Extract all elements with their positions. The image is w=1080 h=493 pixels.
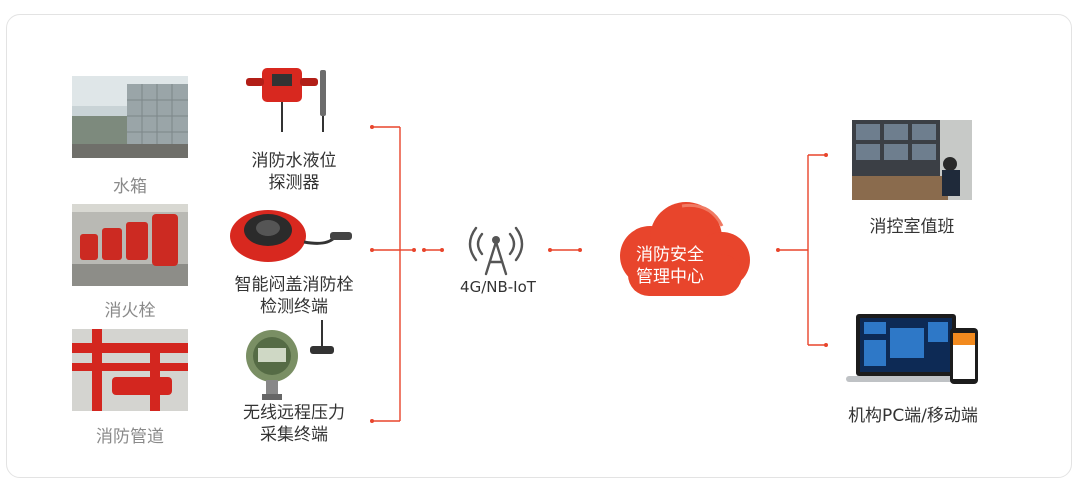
device-label-line2: 探测器 (268, 173, 320, 193)
device-label-water-level: 消防水液位 探测器 (214, 150, 374, 194)
source-caption-pipe: 消防管道 (96, 427, 164, 447)
hydrant-terminal-image (226, 202, 356, 272)
cloud-label: 消防安全 管理中心 (615, 244, 725, 288)
control-room-photo (852, 120, 972, 200)
hydrant-photo (72, 204, 188, 286)
cloud-label-line2: 管理中心 (636, 267, 704, 287)
device-label-line1: 智能闷盖消防栓 (234, 275, 354, 295)
pressure-terminal-image (236, 318, 336, 406)
pipe-photo (72, 329, 188, 411)
antenna-icon (468, 224, 524, 280)
source-caption-hydrant: 消火栓 (104, 301, 156, 321)
cloud-label-line1: 消防安全 (636, 245, 704, 265)
device-label-hydrant-terminal: 智能闷盖消防栓 检测终端 (208, 274, 380, 318)
output-caption-control-room: 消控室值班 (869, 217, 955, 237)
water-tank-photo (72, 76, 188, 158)
pc-mobile-image (846, 312, 982, 392)
device-label-line2: 采集终端 (260, 425, 328, 445)
output-caption-pc-mobile: 机构PC端/移动端 (848, 406, 978, 426)
network-label: 4G/NB-IoT (460, 278, 536, 296)
device-label-pressure-terminal: 无线远程压力 采集终端 (214, 402, 374, 446)
water-level-detector-image (238, 60, 348, 140)
device-label-line1: 无线远程压力 (243, 403, 345, 423)
cloud-icon (598, 194, 756, 310)
device-label-line1: 消防水液位 (251, 151, 337, 171)
source-caption-water-tank: 水箱 (113, 177, 147, 197)
device-label-line2: 检测终端 (260, 297, 328, 317)
